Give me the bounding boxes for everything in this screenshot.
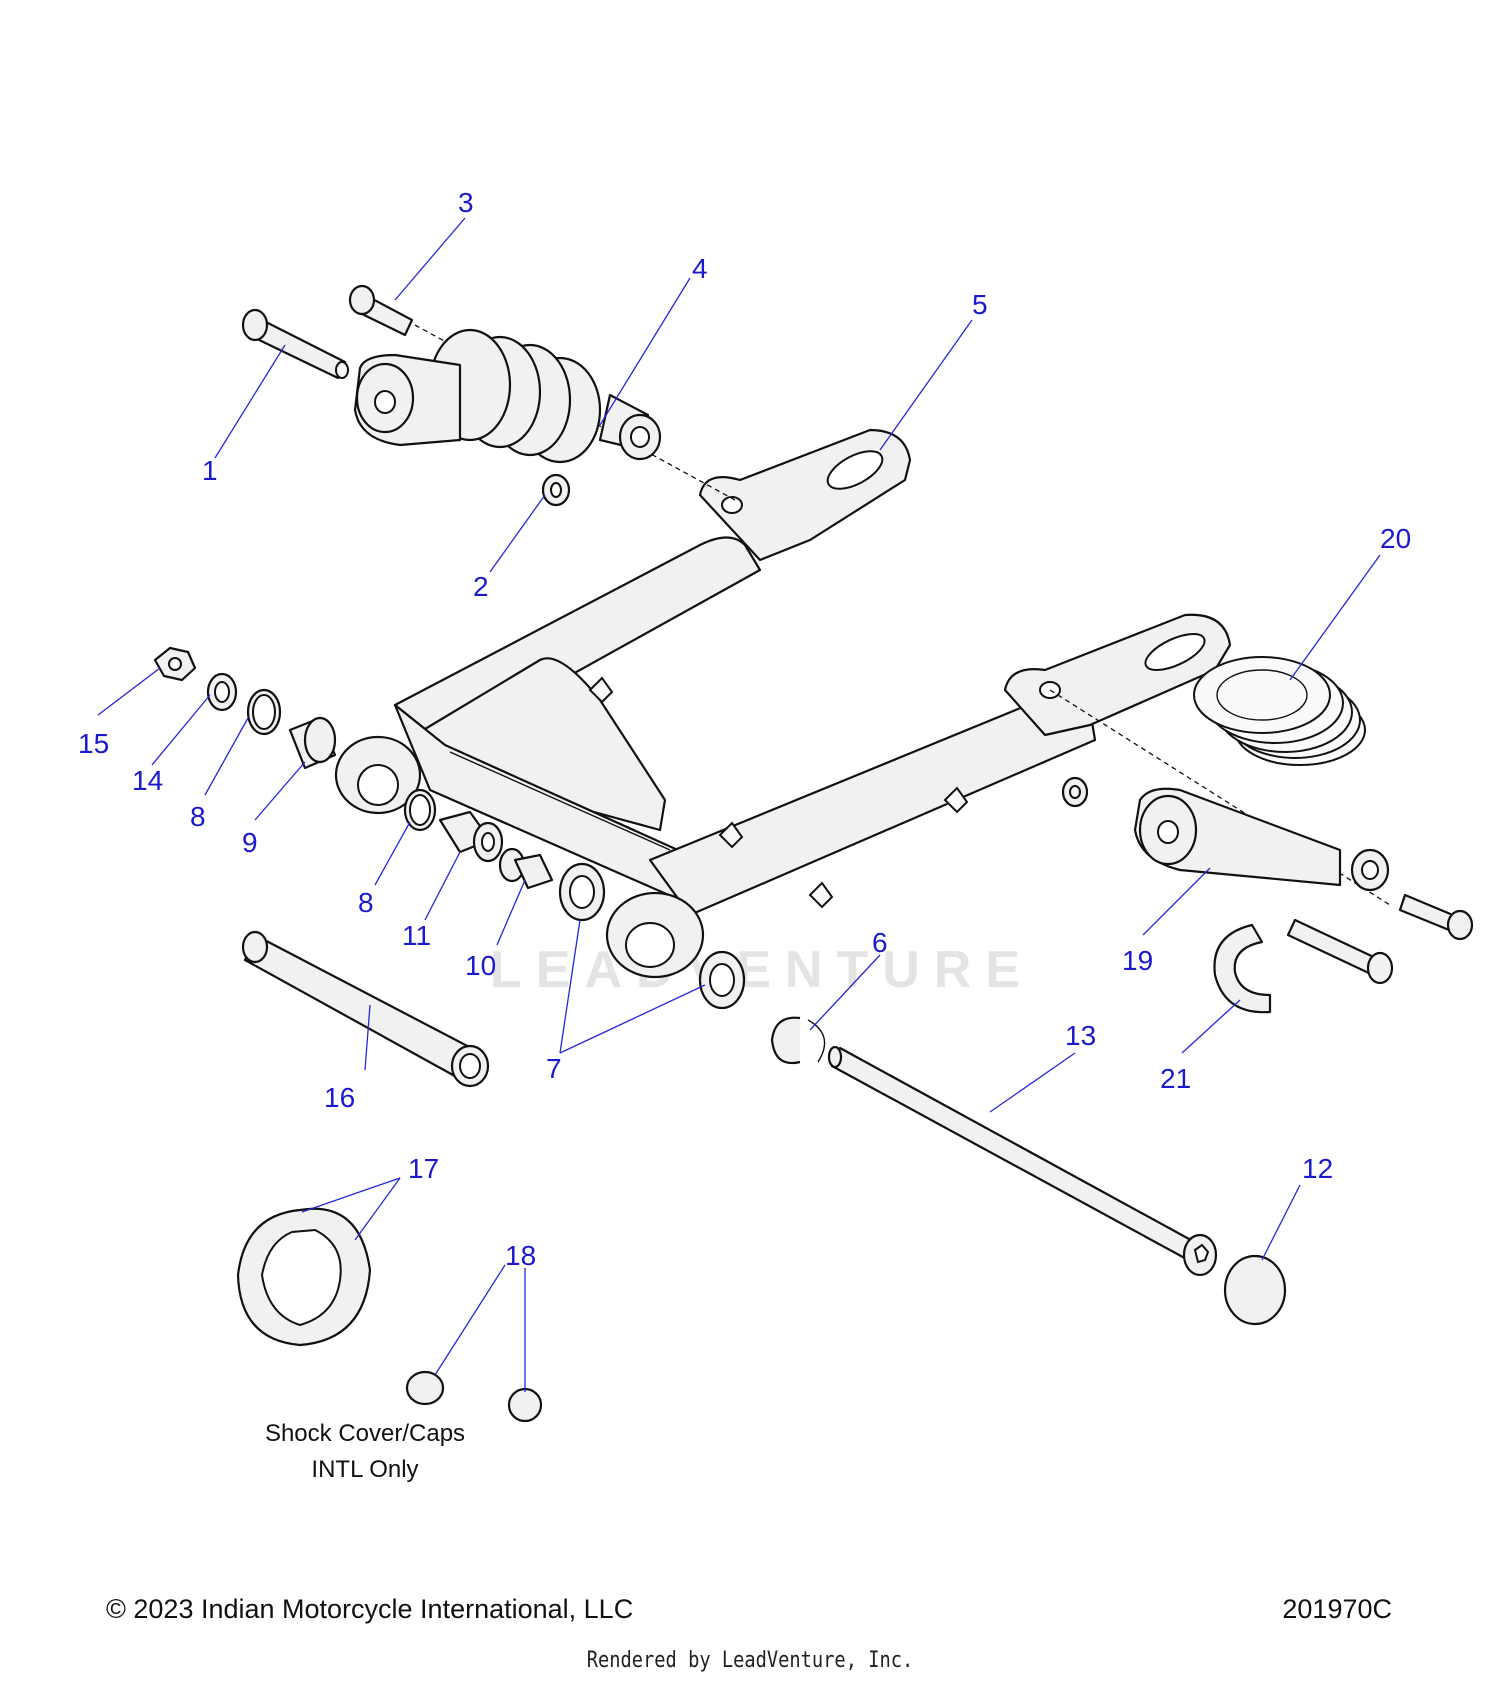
- part-18-caps: [405, 1370, 543, 1423]
- callout-10: 10: [465, 950, 496, 981]
- part-3-shock-bolt: [348, 284, 414, 337]
- callout-4: 4: [692, 253, 708, 284]
- callout-labels: 1 2 3 4 5 6 7 8 8 9 10 11 12 13 14 15 16…: [78, 187, 1411, 1271]
- callout-17: 17: [408, 1153, 439, 1184]
- callout-20: 20: [1380, 523, 1411, 554]
- intl-note-line-1: Shock Cover/Caps: [264, 1420, 466, 1447]
- leader-lines: [97, 217, 1381, 1392]
- callout-18: 18: [505, 1240, 536, 1271]
- part-8-circlip: [246, 688, 282, 736]
- part-2-washer: [541, 473, 571, 507]
- part-16-pivot-sleeve: [241, 930, 490, 1088]
- callout-6: 6: [872, 927, 888, 958]
- part-19-right-shock: [1133, 787, 1390, 892]
- part-21-clip: [1213, 923, 1272, 1014]
- callout-3: 3: [458, 187, 474, 218]
- part-11-bushing: [438, 810, 504, 863]
- part-15-nut: [153, 646, 197, 682]
- callout-21: 21: [1160, 1063, 1191, 1094]
- part-1-shock-bolt: [241, 308, 349, 380]
- callout-15: 15: [78, 728, 109, 759]
- part-4-left-shock: [353, 328, 662, 464]
- intl-note-line-2: INTL Only: [311, 1456, 419, 1483]
- part-9-spacer: [288, 716, 337, 770]
- swingarm: [334, 428, 1232, 979]
- part-20-spring: [1193, 656, 1366, 766]
- callout-7: 7: [546, 1053, 562, 1084]
- callout-2: 2: [473, 571, 489, 602]
- callout-5: 5: [972, 289, 988, 320]
- callout-13: 13: [1065, 1020, 1096, 1051]
- callout-9: 9: [242, 827, 258, 858]
- part-14-washer: [206, 672, 238, 712]
- drawing-number: 201970C: [1282, 1594, 1392, 1624]
- leadventure-watermark: LEADVENTURE: [490, 941, 1035, 999]
- rendered-by-text: Rendered by LeadVenture, Inc.: [586, 1648, 914, 1673]
- part-7-bearing: [558, 862, 746, 1010]
- callout-14: 14: [132, 765, 163, 796]
- part-13-pivot-shaft: [827, 1045, 1218, 1277]
- callout-11: 11: [402, 920, 431, 951]
- copyright-text: © 2023 Indian Motorcycle International, …: [106, 1594, 634, 1624]
- callout-8a: 8: [190, 801, 206, 832]
- part-12-cap: [1223, 1254, 1287, 1326]
- part-6-circlip: [770, 1016, 826, 1065]
- part-10-bushing: [498, 847, 554, 890]
- callout-1: 1: [202, 455, 218, 486]
- callout-16: 16: [324, 1082, 355, 1113]
- callout-19: 19: [1122, 945, 1153, 976]
- part-17-shock-cover: [236, 1207, 372, 1347]
- callout-8b: 8: [358, 887, 374, 918]
- callout-12: 12: [1302, 1153, 1333, 1184]
